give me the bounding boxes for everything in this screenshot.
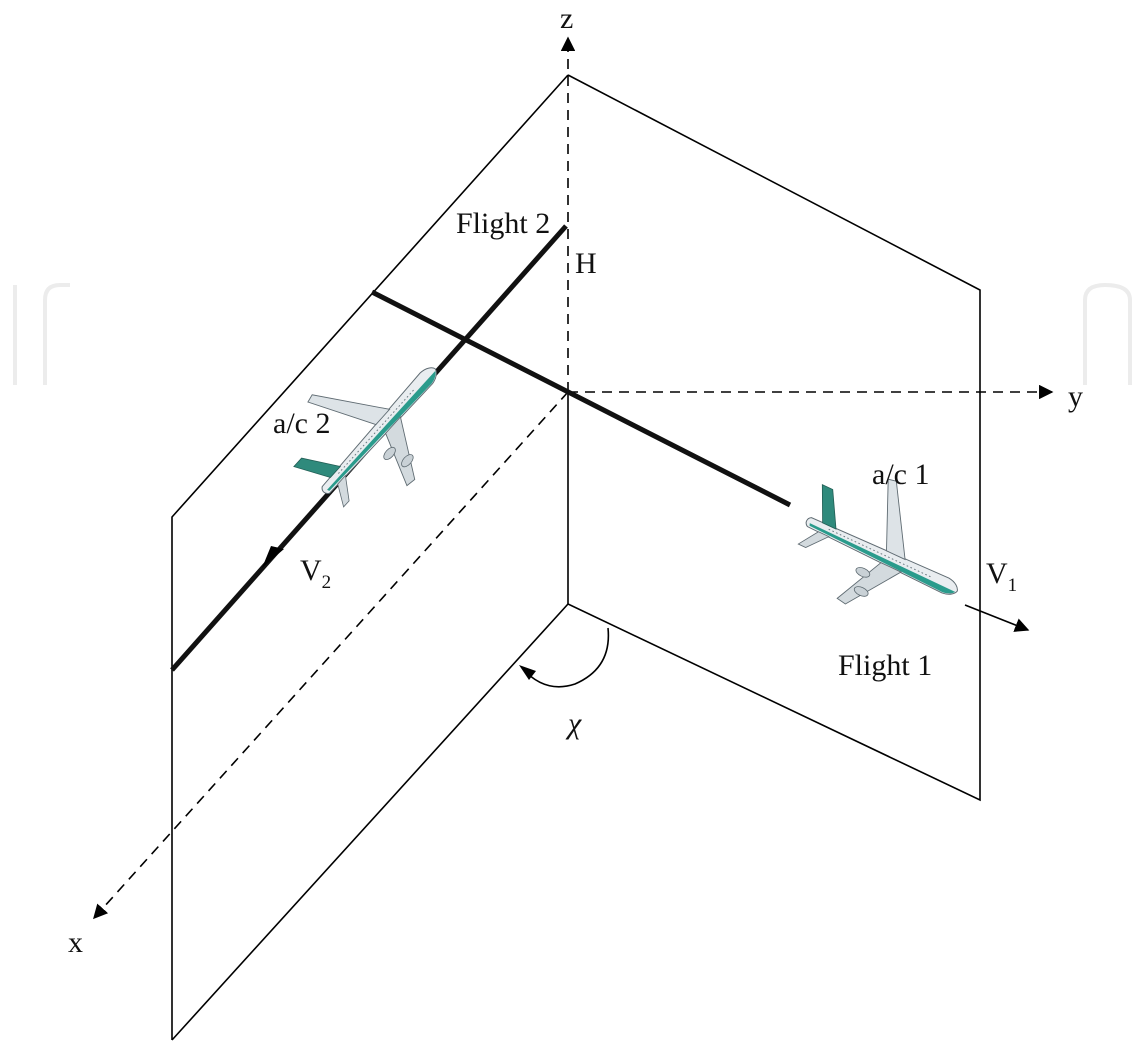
y-axis-label: y — [1068, 380, 1083, 413]
v2-subscript: 2 — [322, 572, 332, 593]
watermark — [13, 282, 1132, 385]
v2-main: V — [300, 554, 322, 587]
v1-subscript: 1 — [1008, 575, 1018, 596]
v1-label: V1 — [986, 557, 1017, 596]
height-label: H — [575, 247, 597, 280]
yz-plane — [567, 74, 981, 802]
chi-angle-label: χ — [565, 707, 582, 740]
flight-1-path — [370, 289, 792, 508]
x-axis-label: x — [68, 926, 83, 959]
flight-2-label: Flight 2 — [456, 207, 550, 240]
flight-1-label: Flight 1 — [838, 649, 932, 682]
z-axis-label: z — [560, 2, 573, 35]
flight-1-velocity — [964, 604, 1030, 632]
v2-label: V2 — [300, 554, 331, 593]
v1-main: V — [986, 557, 1008, 590]
xz-plane-bottom-edge — [171, 603, 569, 1041]
xz-plane — [171, 74, 569, 1040]
v2-arrowhead — [262, 546, 284, 568]
chi-angle-arc — [521, 627, 610, 688]
chi-arrowhead — [519, 665, 536, 680]
aircraft-2-label: a/c 2 — [273, 407, 330, 440]
aircraft-1-label: a/c 1 — [872, 458, 929, 491]
